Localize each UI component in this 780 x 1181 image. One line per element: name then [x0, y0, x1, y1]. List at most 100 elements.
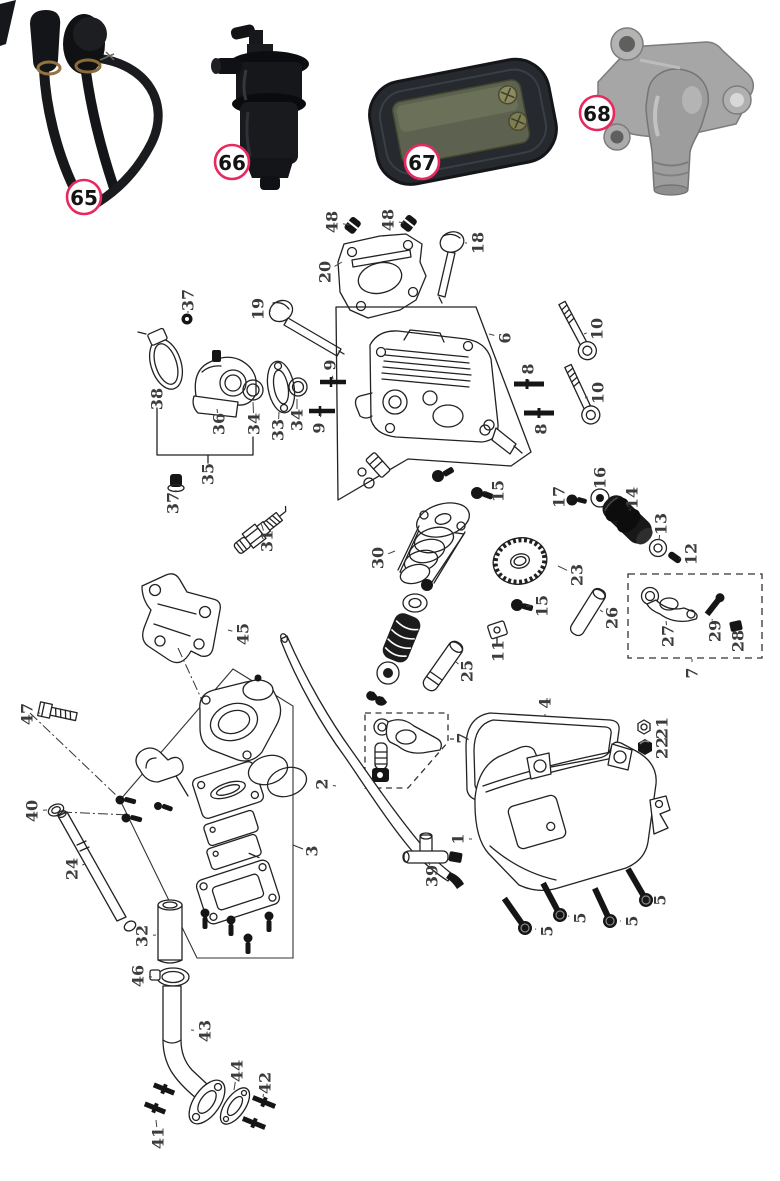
- part-pin-25: [422, 640, 464, 692]
- part-studs-42: [241, 1095, 277, 1130]
- part-sleeve-32: [157, 899, 183, 964]
- badge-circle-68: [578, 94, 616, 132]
- callout-44: 44: [228, 1060, 247, 1082]
- callout-48: 48: [323, 211, 342, 233]
- callout-15: 15: [489, 480, 508, 502]
- badge-label-65: 65: [70, 186, 98, 210]
- part-manifold-gasket-33: [266, 360, 296, 414]
- callout-42: 42: [256, 1072, 275, 1094]
- callout-3: 3: [303, 845, 322, 856]
- part-cover-bolt-5a: [501, 896, 532, 935]
- part-stud-8b: [524, 408, 554, 418]
- photo-badge-68: 68: [578, 94, 616, 132]
- callout-28: 28: [729, 630, 748, 652]
- callout-36: 36: [210, 413, 229, 435]
- callout-40: 40: [23, 800, 42, 822]
- callout-5: 5: [538, 925, 557, 936]
- badge-label-67: 67: [408, 151, 436, 175]
- callout-8: 8: [519, 363, 538, 374]
- photo-badge-67: 67: [403, 143, 441, 181]
- badge-label-66: 66: [218, 151, 246, 175]
- part-o-ring-34b: [288, 377, 308, 397]
- part-head-bolt-10a: [558, 300, 598, 361]
- callout-22: 22: [653, 737, 672, 759]
- part-bolt-17: [566, 494, 587, 506]
- photo-canister-valve: [211, 24, 309, 190]
- badge-circle-67: [403, 143, 441, 181]
- callout-18: 18: [469, 232, 488, 254]
- callout-20: 20: [316, 261, 335, 283]
- callout-39: 39: [423, 865, 442, 887]
- part-hose-clamp-38: [137, 327, 184, 390]
- badge-label-68: 68: [583, 102, 611, 126]
- part-cover-bolt-5d: [625, 867, 653, 907]
- callout-38: 38: [148, 388, 167, 410]
- callout-1: 1: [449, 833, 468, 844]
- callout-41: 41: [149, 1127, 168, 1149]
- part-camshaft-14: [602, 495, 653, 545]
- leader-line-34: [252, 401, 255, 414]
- part-seal-37b: [167, 474, 185, 493]
- leader-line-9: [319, 412, 322, 418]
- callout-35: 35: [199, 463, 218, 485]
- callout-9: 9: [321, 359, 340, 370]
- part-nut-22: [638, 739, 652, 755]
- part-studs-41: [143, 1082, 176, 1115]
- callout-34: 34: [245, 413, 264, 435]
- leader-line-9: [331, 375, 334, 380]
- callout-5: 5: [623, 915, 642, 926]
- bracket-35: [156, 407, 254, 464]
- callout-15: 15: [533, 595, 552, 617]
- part-stud-8a: [514, 379, 544, 389]
- callout-5: 5: [651, 894, 670, 905]
- callout-32: 32: [133, 925, 152, 947]
- part-bolt-15b: [511, 599, 534, 612]
- leader-line-26: [599, 609, 604, 613]
- part-bolt-47: [37, 701, 78, 722]
- part-intake-valve-19: [268, 299, 345, 357]
- callout-16: 16: [591, 467, 610, 489]
- callout-19: 19: [249, 298, 268, 320]
- part-pin-12: [668, 551, 682, 564]
- callout-5: 5: [571, 912, 590, 923]
- part-valve-spring-stack: [366, 579, 433, 706]
- part-spark-plug-31: [233, 505, 287, 554]
- part-cover-bolt-5b: [540, 881, 567, 922]
- part-o-ring-34a: [242, 379, 264, 401]
- photo-badge-66: 66: [213, 143, 251, 181]
- part-nut-21: [637, 719, 651, 735]
- leader-line-13: [658, 534, 661, 541]
- callout-7: 7: [683, 667, 702, 678]
- leader-line-48: [398, 221, 405, 224]
- callout-17: 17: [550, 486, 569, 508]
- part-washer-13: [648, 538, 668, 558]
- photo-hose-set: [0, 0, 163, 208]
- callout-9: 9: [310, 422, 329, 433]
- callout-37: 37: [164, 492, 183, 514]
- part-stud-9a: [320, 377, 346, 387]
- badge-circle-66: [213, 143, 251, 181]
- part-pin-26: [569, 587, 607, 637]
- part-cylinder-head-6: [335, 306, 532, 501]
- callout-13: 13: [652, 513, 671, 535]
- callout-23: 23: [568, 564, 587, 586]
- leader-line-30: [387, 550, 396, 555]
- callout-26: 26: [603, 607, 622, 629]
- leader-line-25: [455, 661, 459, 665]
- part-t-fitting-39: [402, 832, 463, 864]
- callout-7: 7: [454, 732, 473, 743]
- leader-line-48: [342, 223, 351, 226]
- part-bolt-15x: [432, 467, 454, 482]
- part-intake-pipe-36: [192, 350, 257, 418]
- leader-line-41: [155, 1119, 158, 1128]
- photo-cover-plate: [368, 57, 558, 186]
- callout-10: 10: [589, 382, 608, 404]
- part-exhaust-valve-18: [437, 231, 465, 304]
- callout-47: 47: [18, 703, 37, 725]
- part-cover-bolt-5c: [592, 887, 617, 928]
- part-pipe-43: [162, 985, 226, 1125]
- callout-46: 46: [129, 965, 148, 987]
- photo-water-outlet: [596, 27, 755, 196]
- part-shim-11: [487, 620, 508, 645]
